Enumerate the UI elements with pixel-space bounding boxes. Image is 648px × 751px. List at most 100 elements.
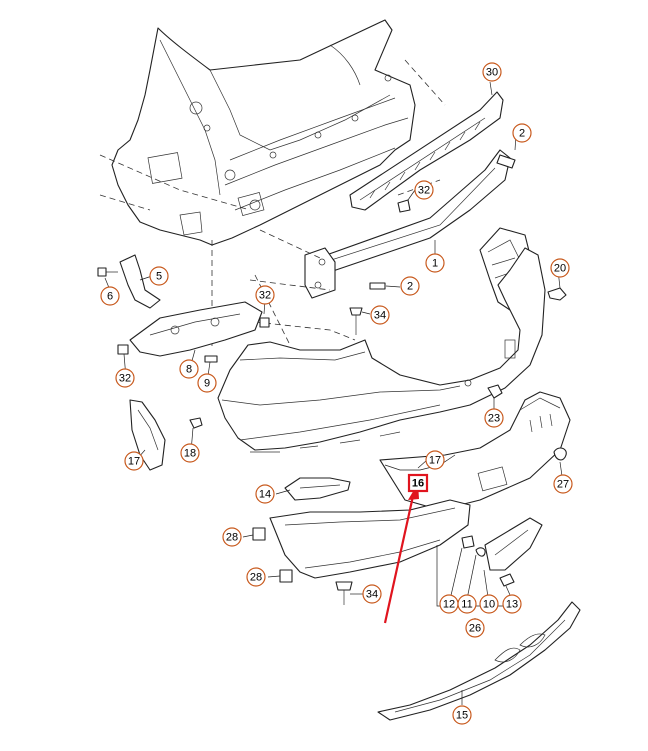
callout-17: 17 — [124, 451, 144, 471]
callout-label: 17 — [128, 456, 140, 468]
callout-circle — [425, 450, 445, 470]
callout-label: 2 — [519, 128, 525, 140]
callout-label: 34 — [374, 310, 386, 322]
callout-circle — [425, 253, 445, 273]
callout-label: 34 — [366, 589, 378, 601]
callout-label: 20 — [554, 263, 566, 275]
callout-label: 32 — [259, 290, 271, 302]
callout-30: 30 — [482, 62, 502, 82]
callout-34: 34 — [362, 584, 382, 604]
callout-label: 18 — [184, 448, 196, 460]
callout-circle — [222, 527, 242, 547]
callout-12: 12 — [439, 594, 459, 614]
callout-6: 6 — [100, 286, 120, 306]
callout-label: 16 — [412, 478, 424, 490]
callout-34: 34 — [370, 305, 390, 325]
callout-label: 13 — [506, 599, 518, 611]
callout-circle — [502, 594, 522, 614]
callout-5: 5 — [149, 266, 169, 286]
callout-20: 20 — [550, 258, 570, 278]
callout-circle — [550, 258, 570, 278]
callout-16: 16 — [407, 473, 429, 493]
callout-circle — [149, 266, 169, 286]
callout-32: 32 — [414, 180, 434, 200]
callout-label: 32 — [418, 185, 430, 197]
callout-circle — [124, 451, 144, 471]
callout-9: 9 — [197, 373, 217, 393]
callout-circle — [255, 285, 275, 305]
callout-label: 6 — [107, 291, 113, 303]
callout-label: 12 — [443, 599, 455, 611]
callout-circle — [479, 594, 499, 614]
callout-label: 2 — [407, 281, 413, 293]
callout-label: 23 — [488, 413, 500, 425]
callout-28: 28 — [246, 567, 266, 587]
callout-13: 13 — [502, 594, 522, 614]
bumper-carrier — [304, 149, 511, 299]
callout-27: 27 — [553, 474, 573, 494]
callout-circle — [255, 484, 275, 504]
callout-circle — [512, 123, 532, 143]
callout-23: 23 — [484, 408, 504, 428]
callout-circle — [553, 474, 573, 494]
callout-circle — [414, 180, 434, 200]
vehicle-body-rear — [111, 19, 416, 246]
callout-18: 18 — [180, 443, 200, 463]
callout-circle — [400, 276, 420, 296]
callout-label: 8 — [186, 364, 192, 376]
lower-cover-panel — [269, 499, 471, 579]
mounting-bracket — [117, 301, 270, 363]
callout-label: 28 — [250, 572, 262, 584]
callout-label: 11 — [461, 599, 472, 611]
callout-15: 15 — [452, 705, 472, 725]
callout-label: 17 — [429, 455, 441, 467]
callout-circle — [246, 567, 266, 587]
callout-label: 30 — [486, 67, 498, 79]
callout-label: 10 — [483, 599, 495, 611]
callout-label: 15 — [456, 710, 468, 722]
callout-11: 11 — [457, 594, 477, 614]
energy-absorber — [349, 91, 504, 211]
callout-label: 1 — [432, 258, 438, 270]
callout-label: 5 — [156, 271, 162, 283]
callout-label: 32 — [119, 373, 131, 385]
callout-2: 2 — [512, 123, 532, 143]
callout-label: 14 — [259, 489, 271, 501]
callout-label: 28 — [226, 532, 238, 544]
callout-circle — [465, 618, 485, 638]
callout-26: 26 — [465, 618, 485, 638]
callout-2: 2 — [400, 276, 420, 296]
callout-circle — [482, 62, 502, 82]
callout-label: 26 — [469, 623, 481, 635]
callout-circle — [180, 443, 200, 463]
callout-highlight-box — [407, 473, 429, 493]
callout-32: 32 — [115, 368, 135, 388]
callout-17: 17 — [425, 450, 445, 470]
callout-circle — [452, 705, 472, 725]
callout-1: 1 — [425, 253, 445, 273]
tow-cover — [484, 517, 543, 571]
callout-circle — [100, 286, 120, 306]
bracket-left — [97, 254, 161, 309]
callout-circle — [179, 359, 199, 379]
bumper-cover — [217, 247, 546, 453]
callout-32: 32 — [255, 285, 275, 305]
callout-label: 27 — [557, 479, 569, 491]
callout-14: 14 — [255, 484, 275, 504]
side-bracket-left — [129, 399, 166, 471]
callout-circle — [370, 305, 390, 325]
callout-circle — [457, 594, 477, 614]
trim-strip — [284, 477, 351, 501]
callout-circle — [362, 584, 382, 604]
callout-circle — [484, 408, 504, 428]
rear-spoiler-lip — [377, 601, 581, 721]
callout-10: 10 — [479, 594, 499, 614]
fasteners — [189, 154, 567, 605]
callout-circle — [197, 373, 217, 393]
callout-label: 9 — [204, 378, 210, 390]
callout-8: 8 — [179, 359, 199, 379]
callout-28: 28 — [222, 527, 242, 547]
callout-circle — [115, 368, 135, 388]
